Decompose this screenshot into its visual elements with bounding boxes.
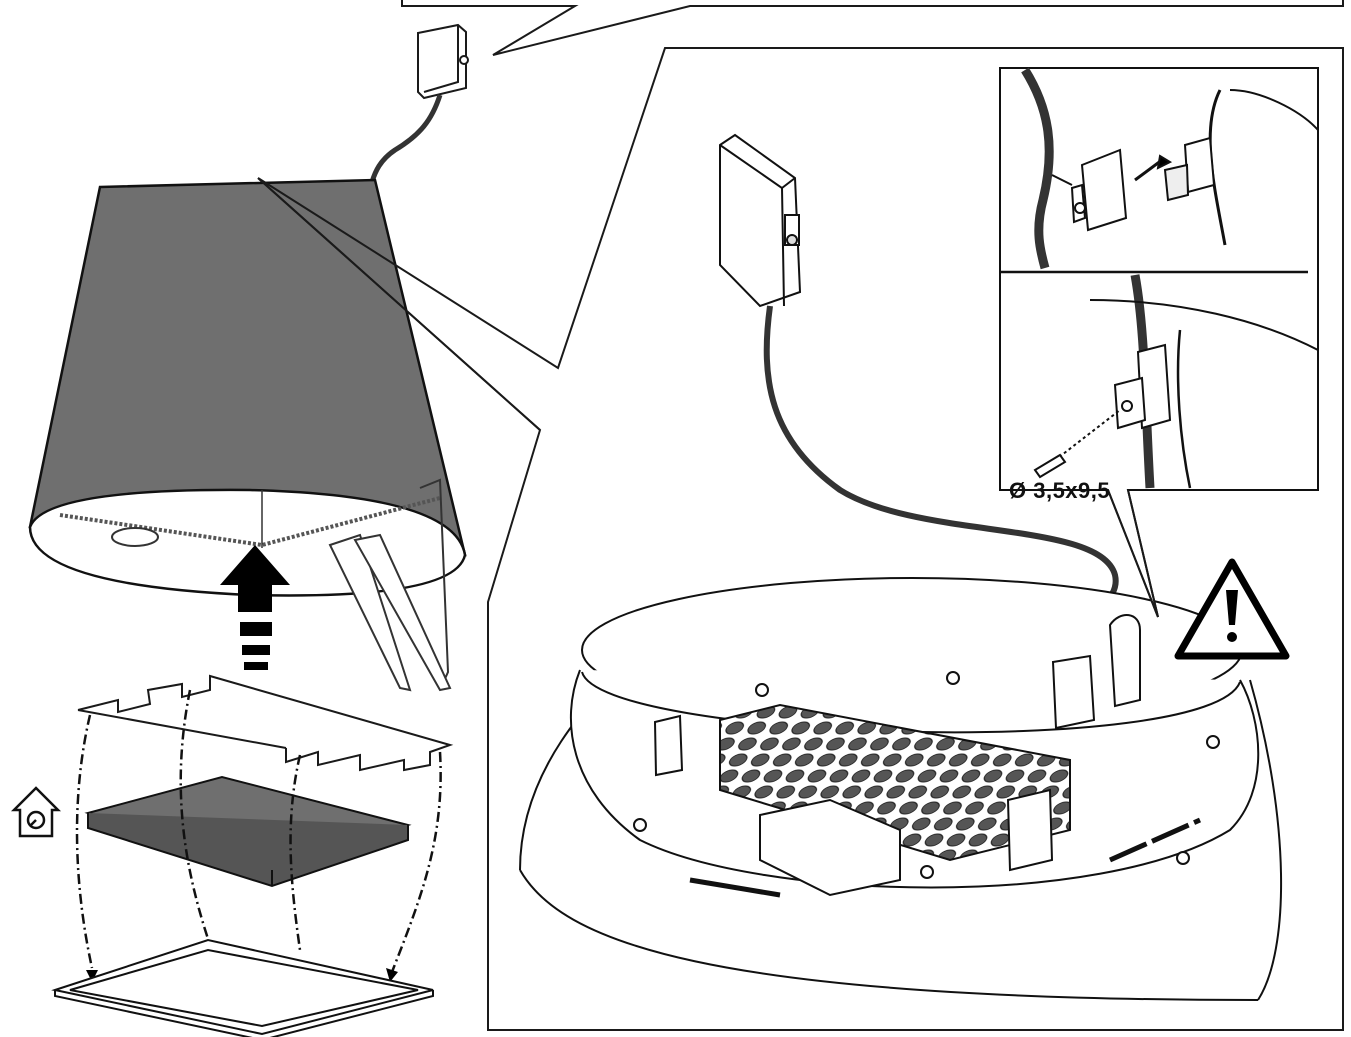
assembly-dashed-arrows xyxy=(75,689,442,973)
top-callout-frame xyxy=(401,0,1344,56)
screw-size-label: Ø 3,5x9,5 xyxy=(1009,478,1111,503)
charcoal-filter xyxy=(84,775,412,888)
clip-detail-upper xyxy=(1021,67,1319,270)
up-arrow xyxy=(220,545,290,670)
inset-callout-wedge xyxy=(1107,489,1159,618)
motor-base-plate xyxy=(519,577,1283,1001)
hood-body xyxy=(28,178,467,692)
hood-callout-wedge xyxy=(257,47,1344,1031)
grease-filter-outline xyxy=(77,674,454,772)
house-recirculation-icon xyxy=(10,786,62,838)
connector-box-small xyxy=(369,23,469,183)
frame-filter xyxy=(51,938,434,1037)
clip-detail-lower xyxy=(1033,274,1319,489)
warning-triangle-icon xyxy=(1174,558,1290,660)
connector-box-large xyxy=(719,133,802,308)
